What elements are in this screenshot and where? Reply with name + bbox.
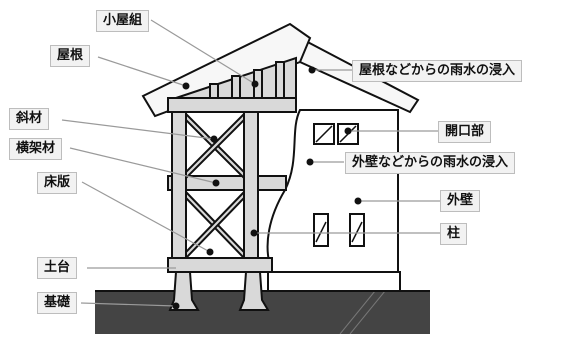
leader-dots: [172, 66, 362, 310]
label-roof-rain-intrusion: 屋根などからの雨水の浸入: [352, 60, 523, 82]
lower-windows: [313, 213, 365, 247]
label-sill: 土台: [37, 257, 78, 279]
leader-lines: [61, 19, 440, 307]
label-horizontal-beam: 横架材: [9, 138, 63, 160]
label-floor-slab: 床版: [37, 172, 78, 194]
label-roof-truss: 小屋組: [96, 10, 150, 32]
label-exterior-wall: 外壁: [440, 190, 481, 212]
roof: [141, 22, 312, 118]
label-column: 柱: [440, 223, 468, 245]
label-wall-rain-intrusion: 外壁などからの雨水の浸入: [345, 152, 516, 174]
label-diagonal-brace: 斜材: [9, 108, 50, 130]
label-opening: 開口部: [438, 121, 492, 143]
label-roof: 屋根: [50, 45, 91, 67]
frame: [167, 97, 297, 311]
label-foundation: 基礎: [37, 292, 78, 314]
